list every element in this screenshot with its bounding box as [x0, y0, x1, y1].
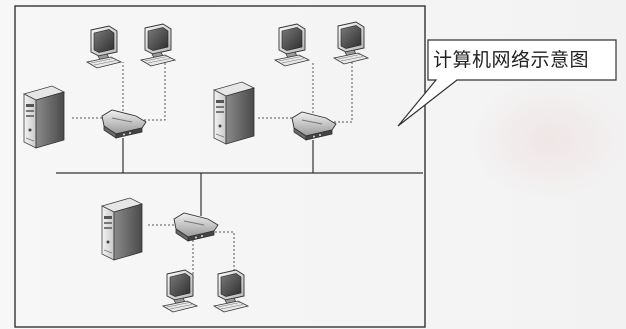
hub-icon	[102, 110, 146, 138]
server-icon	[214, 82, 254, 144]
workstation-icon	[334, 22, 368, 64]
hub-icon	[174, 213, 218, 241]
workstation-icon	[87, 26, 121, 68]
workstation-icon	[141, 24, 175, 66]
workstation-icon	[163, 270, 197, 312]
workstation-icon	[275, 24, 309, 66]
hub-icon	[292, 112, 336, 140]
server-icon	[24, 86, 64, 148]
server-icon	[102, 198, 142, 260]
workstation-icon	[214, 270, 248, 312]
bus-drops	[123, 138, 313, 216]
callout-label: 计算机网络示意图	[433, 45, 613, 75]
